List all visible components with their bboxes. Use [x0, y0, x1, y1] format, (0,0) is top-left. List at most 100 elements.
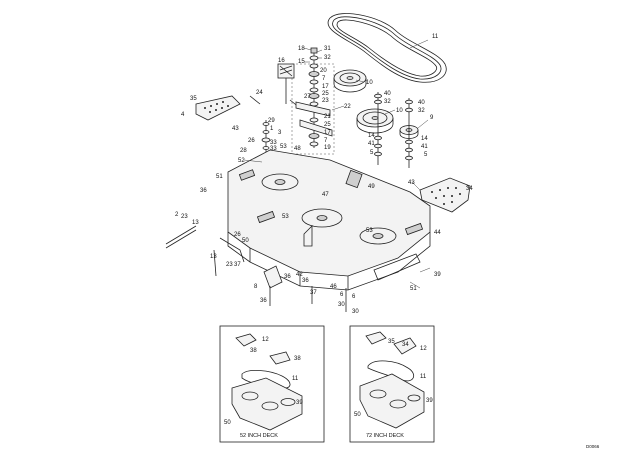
hardware-stack-right-b [405, 98, 413, 168]
callout: 29 [268, 118, 275, 124]
mower-deck [227, 149, 431, 291]
pulley-right [356, 108, 394, 134]
callout: 37 [310, 290, 317, 296]
leader-lines [243, 39, 471, 289]
callout: 6 [340, 292, 344, 298]
callout: 11 [420, 374, 427, 380]
callout: 39 [434, 272, 441, 278]
callout: 10 [396, 108, 403, 114]
callout: 12 [262, 337, 269, 343]
callout: 42 [296, 272, 303, 278]
callout: 18 [298, 46, 305, 52]
inset-52-inch-deck: 12 38 38 11 39 50 52 INCH DECK [219, 325, 325, 443]
callout: 36 [260, 298, 267, 304]
callout: 43 [408, 180, 415, 186]
callout: 53 [280, 144, 287, 150]
callout: 41 [421, 144, 428, 150]
callout: 13 [210, 254, 217, 260]
lower-linkage [165, 225, 347, 312]
callout: 14 [368, 133, 375, 139]
callout: 36 [200, 188, 207, 194]
callout: 39 [426, 398, 433, 404]
inset-72-inch-deck: 35 34 12 11 39 50 72 INCH DECK [349, 325, 435, 443]
callout: 35 [190, 96, 197, 102]
inset-caption: 72 INCH DECK [366, 433, 404, 439]
callout: 36 [284, 274, 291, 280]
drive-belt [327, 13, 447, 83]
inset-caption: 52 INCH DECK [240, 433, 278, 439]
callout: 52 [238, 158, 245, 164]
callout: 32 [324, 55, 331, 61]
callout: 2 [175, 212, 179, 218]
callout: 14 [421, 136, 428, 142]
callout: 26 [234, 232, 241, 238]
callout: 49 [368, 184, 375, 190]
callout: 7 [324, 138, 328, 144]
callout: 34 [466, 186, 473, 192]
callout: 32 [418, 108, 425, 114]
callout: 1 [270, 126, 274, 132]
callout: 20 [320, 68, 327, 74]
callout: 23 [181, 214, 188, 220]
callout: 19 [324, 145, 331, 151]
callout: 51 [216, 174, 223, 180]
callout: 8 [254, 284, 258, 290]
callout: 22 [344, 104, 351, 110]
callout: 25 [324, 122, 331, 128]
callout: 38 [294, 356, 301, 362]
callout: 34 [402, 342, 409, 348]
callout: 40 [418, 100, 425, 106]
callout: 31 [324, 46, 331, 52]
callout: 28 [240, 148, 247, 154]
callout: 39 [296, 400, 303, 406]
callout: 32 [384, 99, 391, 105]
callout: 17 [322, 84, 329, 90]
callout: 30 [338, 302, 345, 308]
spring-assembly [277, 63, 301, 109]
callout: 36 [302, 278, 309, 284]
callout: 17 [324, 130, 331, 136]
idler-arm-bracket [295, 101, 333, 137]
callout: 41 [368, 141, 375, 147]
callout: 37 [234, 262, 241, 268]
callout: 38 [250, 348, 257, 354]
callout: 15 [298, 59, 305, 65]
drawing-code: D0066 [586, 444, 600, 449]
callout: 7 [322, 76, 326, 82]
spindle-stack-center [291, 47, 335, 155]
callout: 11 [432, 34, 439, 40]
callout: 53 [282, 214, 289, 220]
callout: 13 [192, 220, 199, 226]
callout: 12 [420, 346, 427, 352]
callout: 5 [370, 150, 374, 156]
callout: 35 [388, 339, 395, 345]
callout: 48 [294, 146, 301, 152]
callout: 43 [232, 126, 239, 132]
callout: 3 [278, 130, 282, 136]
callout: 11 [292, 376, 299, 382]
callout: 16 [278, 58, 285, 64]
callout: 23 [322, 98, 329, 104]
callout: 6 [352, 294, 356, 300]
callout: 26 [248, 138, 255, 144]
callout: 23 [226, 262, 233, 268]
callout: 4 [181, 112, 185, 118]
callout: 5 [424, 152, 428, 158]
callout: 25 [322, 91, 329, 97]
callout: 40 [384, 91, 391, 97]
callout: 53 [366, 228, 373, 234]
callout: 50 [354, 412, 361, 418]
callout: 44 [434, 230, 441, 236]
callout: 33 [270, 140, 277, 146]
callout: 47 [322, 192, 329, 198]
callout: 50 [242, 238, 249, 244]
callout: 10 [366, 80, 373, 86]
callout: 30 [352, 309, 359, 315]
callout: 24 [256, 90, 263, 96]
pulley-upper [333, 69, 367, 93]
callout: 27 [304, 94, 311, 100]
hardware-stack-right-a [374, 92, 382, 165]
callouts-main: 11 18 31 32 15 16 20 7 17 25 23 10 40 32… [175, 34, 473, 315]
